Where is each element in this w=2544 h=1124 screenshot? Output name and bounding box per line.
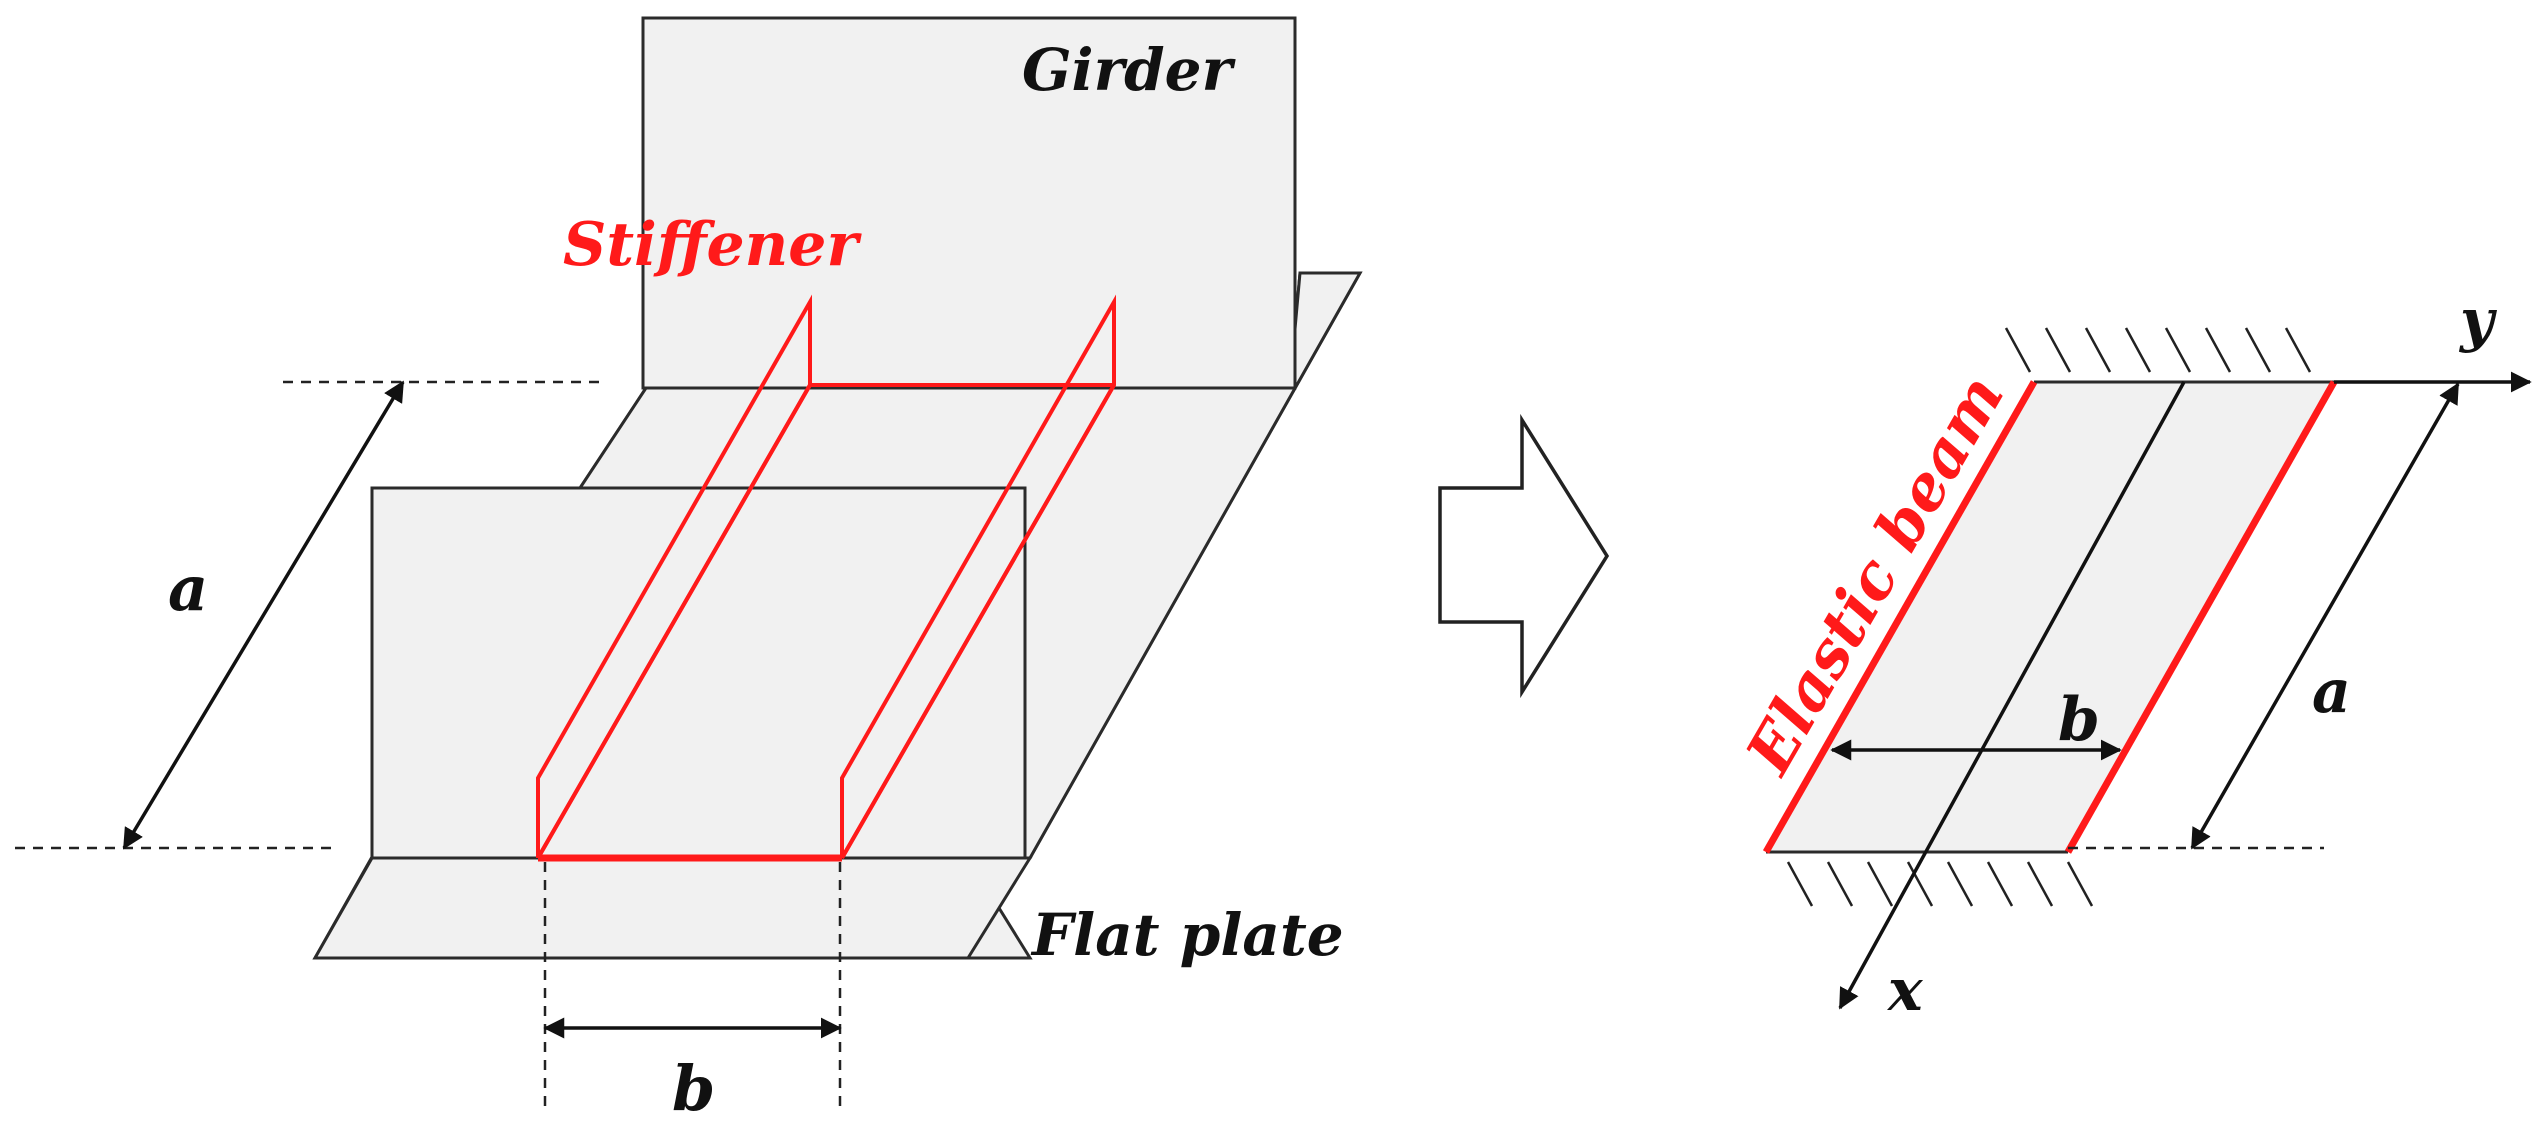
girder-web	[641, 16, 1297, 390]
dim-b-label-right: b	[2058, 685, 2100, 755]
flat-plate-label: Flat plate	[1030, 901, 1344, 969]
hollow-right-arrow-icon	[1438, 413, 1610, 699]
dim-a-label: a	[168, 552, 208, 625]
elastic-beam-left	[1762, 380, 2038, 854]
x-axis	[1838, 381, 2186, 1010]
x-axis-label: x	[1886, 956, 1924, 1024]
right-figure: Elastic beam y x b a	[1731, 286, 2532, 1024]
dim-a-arrow-right	[2190, 382, 2460, 850]
girder-label: Girder	[1022, 36, 1237, 104]
clamped-support-top	[2004, 327, 2312, 373]
left-figure: Girder Stiffener Flat plate a b	[15, 16, 1363, 1124]
flat-plate-base	[312, 856, 1033, 960]
stiffener-outline	[536, 294, 1116, 862]
dim-a-label-right: a	[2312, 657, 2351, 727]
y-axis-label: y	[2458, 286, 2498, 354]
dim-b-label: b	[672, 1052, 715, 1124]
stiffener-label: Stiffener	[563, 210, 862, 280]
front-web	[370, 486, 1027, 860]
clamped-support-bottom	[1786, 861, 2094, 907]
dim-a-arrow	[122, 380, 405, 850]
